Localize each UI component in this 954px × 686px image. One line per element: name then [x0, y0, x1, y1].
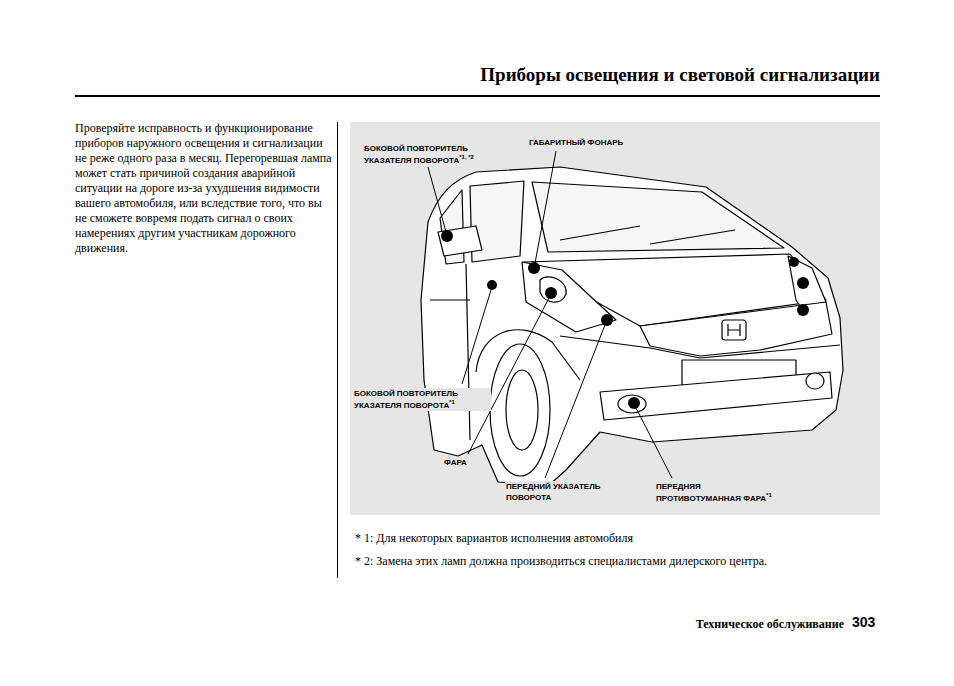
- page-number: 303: [852, 614, 875, 630]
- callout-dot: [545, 287, 557, 299]
- callout-label-group: ПЕРЕДНИЙ УКАЗАТЕЛЬ ПОВОРОТА: [505, 481, 621, 503]
- header-rule: [75, 95, 880, 97]
- callout-label-group: ПЕРЕДНЯЯ ПРОТИВОТУМАННАЯ ФАРА*1: [655, 481, 787, 504]
- door-lines: [430, 264, 470, 440]
- footer-section-group: Техническое обслуживание: [696, 617, 844, 632]
- car-illustration: [421, 167, 843, 486]
- callout-label: ФАРА: [444, 458, 467, 467]
- callout-dot: [789, 257, 799, 267]
- callout-label-group: БОКОВОЙ ПОВТОРИТЕЛЬ УКАЗАТЕЛЯ ПОВОРОТА*1…: [363, 143, 501, 166]
- illustration-panel: [350, 122, 880, 515]
- footer-section: Техническое обслуживание: [696, 617, 844, 631]
- callout-label-group: БОКОВОЙ ПОВТОРИТЕЛЬ УКАЗАТЕЛЯ ПОВОРОТА*1: [353, 388, 491, 411]
- windshield: [532, 182, 784, 252]
- footnote-mark: *1, *2: [459, 154, 474, 160]
- footnote: * 1: Для некоторых вариантов исполнения …: [355, 531, 633, 545]
- footnote: * 2: Замена этих ламп должна производить…: [355, 554, 767, 568]
- callout-dot: [601, 314, 613, 326]
- callout-label: ГАБАРИТНЫЙ ФОНАРЬ: [529, 138, 623, 147]
- wipers: [560, 226, 735, 244]
- leader-line: [545, 325, 605, 478]
- callout-dots: [441, 230, 809, 409]
- mirror: [438, 226, 482, 256]
- callout-dot: [797, 304, 809, 316]
- leader-line: [636, 408, 672, 478]
- bumper-line: [560, 336, 840, 358]
- left-fog-lamp: [618, 395, 646, 413]
- logo: [722, 320, 746, 340]
- callout-label: ПЕРЕДНИЙ УКАЗАТЕЛЬ ПОВОРОТА: [506, 482, 601, 502]
- callout-dot: [441, 230, 453, 242]
- logo-mark: [728, 324, 740, 336]
- body-text-group: Проверяйте исправность и функционировани…: [75, 121, 332, 256]
- footnote-mark: *1: [449, 399, 455, 405]
- footnote-group: * 2: Замена этих ламп должна производить…: [355, 554, 767, 569]
- leader-line: [535, 151, 556, 263]
- leader-lines: [428, 151, 672, 478]
- front-wheel: [490, 344, 550, 476]
- column-divider: [337, 122, 338, 578]
- callout-dot: [528, 262, 540, 274]
- callout-label-group: ГАБАРИТНЫЙ ФОНАРЬ: [528, 137, 624, 148]
- callout-label: БОКОВОЙ ПОВТОРИТЕЛЬ УКАЗАТЕЛЯ ПОВОРОТА: [354, 389, 458, 410]
- headlamp-reflector: [540, 277, 566, 302]
- car-body: [421, 167, 843, 486]
- wheel-rim: [506, 370, 538, 450]
- body-text: Проверяйте исправность и функционировани…: [75, 121, 332, 255]
- callout-label: ПЕРЕДНЯЯ ПРОТИВОТУМАННАЯ ФАРА: [656, 482, 766, 503]
- lower-intake: [600, 372, 832, 420]
- callout-label-group: ФАРА: [443, 457, 468, 468]
- callout-dot: [797, 277, 809, 289]
- leader-line: [462, 290, 491, 384]
- right-fog-lamp: [806, 373, 824, 389]
- page-title: Приборы освещения и световой сигнализаци…: [480, 64, 880, 86]
- footnote-group: * 1: Для некоторых вариантов исполнения …: [355, 531, 633, 546]
- callout-label: БОКОВОЙ ПОВТОРИТЕЛЬ УКАЗАТЕЛЯ ПОВОРОТА: [364, 144, 468, 165]
- footnote-mark: *1: [766, 492, 772, 498]
- leader-line: [468, 298, 549, 454]
- callout-dot: [487, 280, 497, 290]
- page-number-group: 303: [852, 614, 875, 630]
- left-headlamp: [522, 262, 616, 332]
- leader-line: [428, 167, 446, 232]
- callout-dot: [628, 397, 640, 409]
